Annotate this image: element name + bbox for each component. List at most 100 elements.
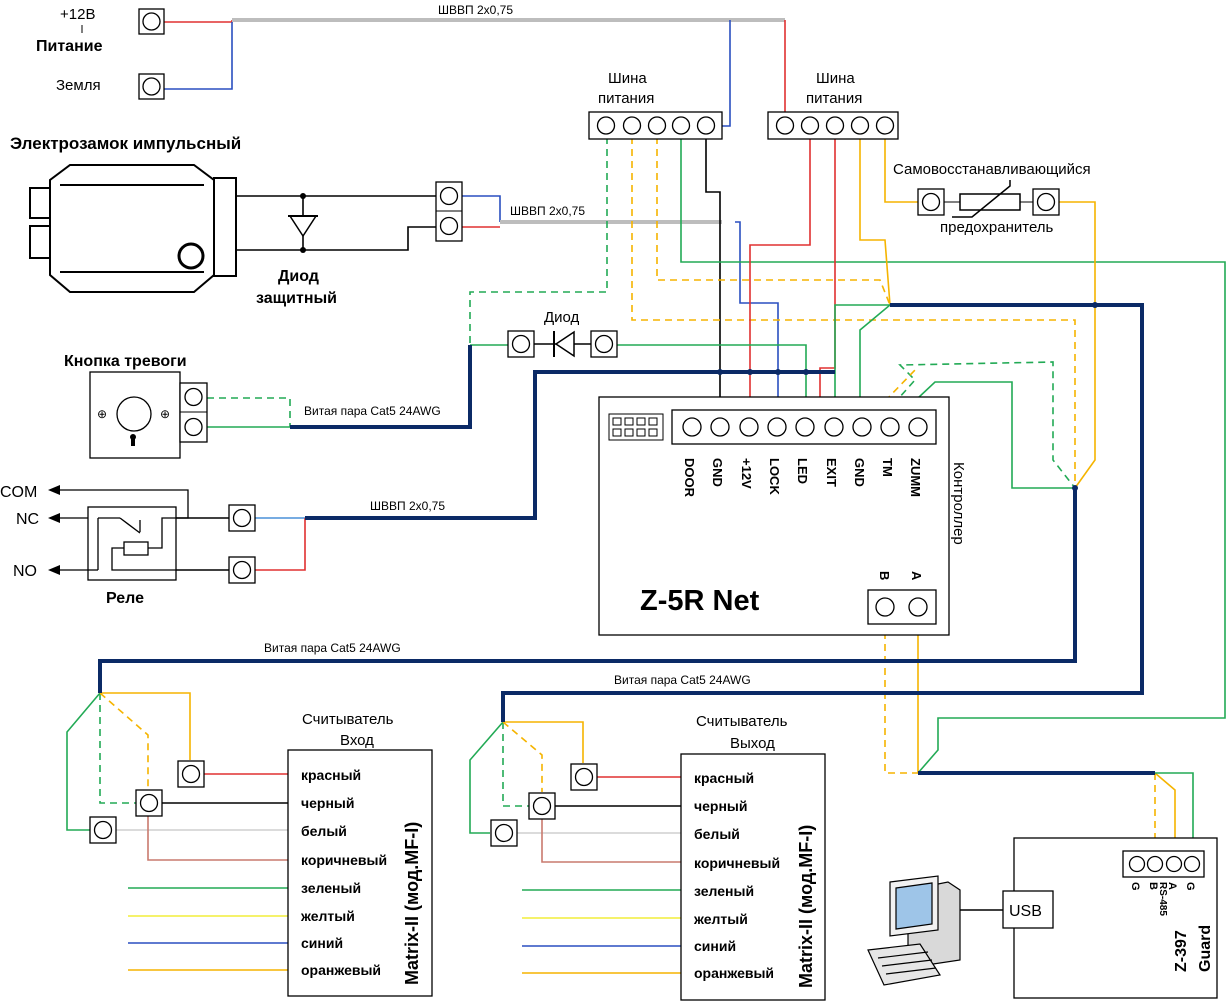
lock-terminal-block[interactable]: [435, 181, 463, 242]
wire-label: желтый: [300, 908, 355, 924]
electric-lock-icon: [29, 164, 237, 293]
conv-pin-label: B: [1147, 882, 1159, 890]
reader-in-terminal-white[interactable]: [89, 816, 117, 844]
wire-label: белый: [694, 826, 740, 842]
alarm-terminal-block[interactable]: [179, 382, 208, 443]
reader-in-title-1: Считыватель: [302, 711, 394, 728]
relay-com-label: COM: [0, 484, 37, 501]
power-plus-label: +12В: [60, 6, 95, 23]
wire-gnd-green: [859, 304, 891, 427]
bus1: [588, 111, 723, 140]
cable-alarm: [290, 345, 472, 429]
arrow-icons: [48, 485, 60, 575]
relay-nc-label: NC: [16, 511, 39, 528]
controller-name: Z-5R Net: [640, 585, 760, 617]
reader-out-terminal-white[interactable]: [490, 819, 518, 847]
wire-alarm-green-dash: [207, 397, 291, 427]
cable-label-relay: ШВВП 2х0,75: [370, 499, 445, 513]
rs-b-label: B: [877, 571, 892, 580]
diode-icon: [534, 330, 591, 358]
wire-label: черный: [694, 798, 747, 814]
wire-rout-green: [469, 721, 504, 834]
reader-out-title-2: Выход: [730, 735, 775, 752]
conv-pin-label: A: [1166, 882, 1178, 890]
cable-label-lock: ШВВП 2х0,75: [510, 204, 585, 218]
wire-fuse-out: [1059, 201, 1096, 489]
junction: [775, 369, 781, 375]
relay-terminal-top[interactable]: [228, 504, 256, 532]
wire-rin-orange-d: [99, 692, 149, 790]
wire-rin-orange: [100, 692, 191, 760]
junction: [1092, 302, 1098, 308]
lock-title: Электрозамок импульсный: [10, 134, 241, 153]
svg-text:⊕: ⊕: [97, 407, 107, 421]
wire-label: коричневый: [301, 852, 387, 868]
wire-bus1-black: [705, 137, 721, 427]
wire-rout-brown: [541, 818, 681, 863]
usb-port[interactable]: [1002, 890, 1054, 929]
wire-top-blue-bus1: [720, 20, 731, 127]
relay-terminal-bottom[interactable]: [228, 556, 256, 584]
diode-terminal-right[interactable]: [590, 330, 618, 358]
wire-bus1-green: [680, 137, 1226, 774]
junctions: [300, 193, 1098, 491]
reader-out-model: Matrix-II (мод.MF-I): [796, 825, 816, 988]
wire-rin-green: [66, 692, 101, 831]
diode-label: Диод: [544, 309, 580, 326]
wire-label: зеленый: [694, 883, 754, 899]
wire-rin-green-d: [99, 693, 136, 804]
reader-out-title-1: Считыватель: [696, 713, 788, 730]
cable-reader-in: [98, 488, 1077, 693]
pin-label: ZUMM: [908, 458, 923, 497]
reader-out-terminal-red[interactable]: [570, 763, 598, 791]
reader-out-terminal-black[interactable]: [528, 792, 556, 820]
reader-in-terminal-red[interactable]: [177, 760, 205, 788]
wire-conv-green: [1155, 772, 1194, 860]
computer-icon: [867, 875, 961, 986]
controller-rs485-terminal[interactable]: [867, 589, 937, 625]
power-ground-label: Земля: [56, 77, 101, 94]
alarm-title: Кнопка тревоги: [64, 353, 187, 370]
reader-in-terminal-black[interactable]: [135, 789, 163, 817]
reader-in-title-2: Вход: [340, 732, 374, 749]
terminal-plus[interactable]: [138, 8, 165, 35]
pin-label: GND: [852, 458, 867, 487]
fuse-terminal-right[interactable]: [1032, 188, 1060, 216]
reader-in-wire-labels: красный черный белый коричневый зеленый …: [300, 767, 387, 978]
reader-in-box: [287, 749, 433, 997]
svg-text:⊕: ⊕: [160, 407, 170, 421]
diode-protect-label-1: Диод: [278, 268, 319, 285]
converter-terminal-strip[interactable]: [1122, 850, 1205, 878]
wire-bus1-green-dash: [469, 137, 608, 345]
power-supply-label: Питание: [36, 38, 103, 55]
alarm-button-icon[interactable]: ⊕ ⊕: [89, 371, 181, 459]
conv-rs-label: RS-485: [1157, 882, 1168, 916]
wire-power-red: [163, 20, 233, 23]
junction: [747, 369, 753, 375]
relay-icon: [87, 506, 177, 581]
fuse-terminal-left[interactable]: [917, 188, 945, 216]
terminal-ground[interactable]: [138, 73, 165, 100]
junction: [1072, 485, 1078, 491]
wire-rs-b: [884, 620, 918, 774]
converter-pin-labels: G B A G RS-485: [1129, 882, 1196, 916]
wire-rout-orange-d: [502, 721, 543, 792]
wire-exit-green: [834, 304, 890, 427]
wire-label: черный: [301, 795, 354, 811]
wire-rin-brown: [147, 815, 288, 861]
wire-label: оранжевый: [301, 962, 381, 978]
pin-label: LOCK: [767, 458, 782, 495]
wire-label: красный: [301, 767, 361, 783]
reader-out-wire-labels: красный черный белый коричневый зеленый …: [693, 770, 780, 981]
diode-terminal-left[interactable]: [507, 330, 535, 358]
bus1-title-2: питания: [598, 90, 654, 107]
bus2: [767, 111, 899, 140]
wire-bus2-fuse-in: [884, 137, 918, 203]
wire-conv-orange: [1154, 772, 1176, 860]
controller-terminal-strip[interactable]: [671, 409, 937, 445]
controller-jumper-block: [608, 413, 664, 441]
wire-bus1-orange-dash2: [656, 137, 891, 306]
wire-bus1-orange-dash: [631, 137, 1076, 488]
cable-relay: [305, 370, 835, 520]
wire-label: зеленый: [301, 880, 361, 896]
